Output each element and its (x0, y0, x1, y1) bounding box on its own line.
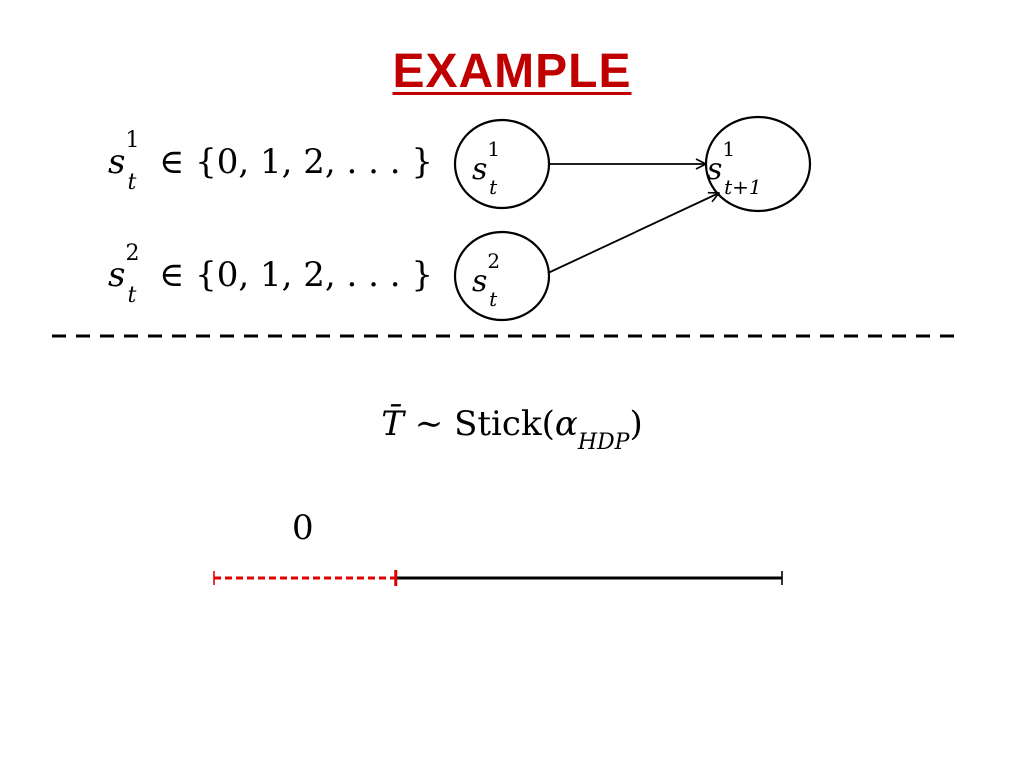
stick-breaking-formula: T̄ ∼ Stick(αHDP) (0, 402, 1024, 453)
node-superscript: 1 (722, 137, 736, 161)
formula-close-paren: ) (629, 404, 643, 444)
node-symbol: s (707, 152, 723, 187)
variable-domain: {0, 1, 2, . . . } (195, 255, 433, 295)
node-subscript: t (489, 175, 498, 199)
node-symbol: s (472, 152, 488, 187)
stick-breaking-line (213, 570, 783, 586)
variable-symbol: s (108, 142, 126, 182)
node-s2-t (453, 230, 551, 322)
node-label-s2-t: s2 t (472, 249, 508, 311)
formula-argument-subscript: HDP (577, 429, 630, 455)
element-of-symbol: ∈ (159, 255, 185, 295)
variable-superscript: 1 (125, 127, 140, 153)
variable-domain: {0, 1, 2, . . . } (195, 142, 433, 182)
stick-start-label: 0 (292, 508, 314, 548)
formula-argument: α (554, 404, 578, 444)
variable-symbol: s (108, 255, 126, 295)
slide-title: EXAMPLE (392, 45, 632, 98)
element-of-symbol: ∈ (159, 142, 185, 182)
formula-relation: ∼ (414, 404, 444, 444)
formula-lhs: T̄ (381, 404, 404, 444)
variable-subscript: t (127, 169, 137, 195)
node-superscript: 2 (487, 249, 501, 273)
node-subscript: t (489, 287, 498, 311)
variable-subscript: t (127, 282, 137, 308)
node-symbol: s (472, 264, 488, 299)
node-label-s1-t-plus-1: s1 t+1 (707, 137, 773, 199)
node-superscript: 1 (487, 137, 501, 161)
formula-open-paren: ( (541, 404, 555, 444)
variable-superscript: 2 (125, 240, 140, 266)
variable-definition-1: s1 t ∈ {0, 1, 2, . . . } (108, 129, 433, 193)
node-subscript: t+1 (724, 175, 762, 199)
node-label-s1-t: s1 t (472, 137, 508, 199)
variable-definition-2: s2 t ∈ {0, 1, 2, . . . } (108, 242, 433, 306)
formula-function: Stick (454, 404, 542, 444)
edge-s2t-to-s1t1 (547, 193, 719, 274)
